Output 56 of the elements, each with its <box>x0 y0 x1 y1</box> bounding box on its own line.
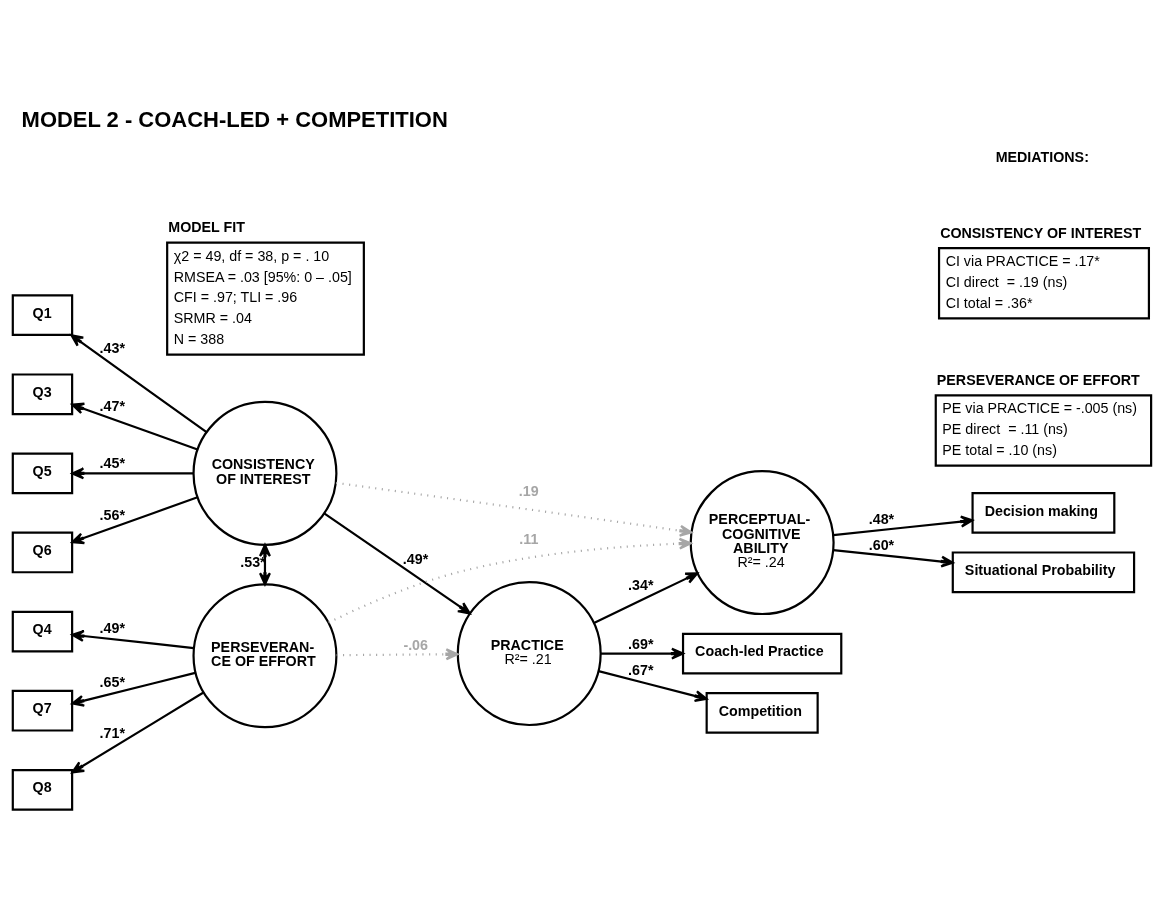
node-label: MODEL FIT <box>168 218 245 235</box>
edge-label: .49* <box>99 619 125 636</box>
arrow <box>71 691 205 773</box>
edge-label: .69* <box>628 635 654 652</box>
node-box: PE via PRACTICE = -.005 (ns) PE direct = .11 (ns) PE total = .10 (ns) <box>934 393 1153 467</box>
edge-label: .56* <box>99 506 125 523</box>
edge-label: .19 <box>518 482 539 499</box>
arrow <box>323 511 471 614</box>
arrow <box>70 333 208 433</box>
edge-label: .65* <box>99 673 125 690</box>
arrow <box>833 548 954 568</box>
edge-label: .53* <box>240 553 266 570</box>
arrow <box>335 481 693 537</box>
arrow <box>71 402 198 451</box>
node-box: Coach-led Practice <box>681 632 843 674</box>
node-circle: CONSISTENCY OF INTEREST <box>192 400 338 546</box>
diagram-title: MODEL 2 - COACH-LED + COMPETITION <box>21 106 448 132</box>
node-label: PERSEVERANCE OF EFFORT <box>936 371 1140 388</box>
node-box: Q5 <box>11 452 74 494</box>
edge-label: .34* <box>628 576 654 593</box>
edge-label: .45* <box>99 454 125 471</box>
edge-label: .60* <box>868 536 895 553</box>
node-box: χ2 = 49, df = 38, p = . 10 RMSEA = .03 [95%: 0 – .05] CFI = .97; TLI = .96 SRMR = .04 N = 388 <box>166 241 365 356</box>
node-box: Q8 <box>11 768 74 811</box>
node-box: Situational Probability <box>951 550 1136 593</box>
arrow <box>336 647 459 660</box>
node-box: Q7 <box>11 689 74 732</box>
edge-label: -.06 <box>403 636 428 653</box>
edge-label: .11 <box>519 530 539 547</box>
arrow <box>71 466 194 479</box>
edge-label: .49* <box>402 550 429 567</box>
node-box: Q1 <box>11 293 74 336</box>
edge-label: .71* <box>99 724 125 741</box>
arrow <box>328 537 692 624</box>
arrow <box>598 669 708 702</box>
arrow <box>600 647 685 660</box>
node-label: CONSISTENCY OF INTEREST <box>940 224 1142 241</box>
node-box: Competition <box>705 691 819 734</box>
edge-label: .47* <box>99 397 125 414</box>
edge-label: .43* <box>99 339 125 356</box>
node-box: Q4 <box>11 610 74 652</box>
edge-label: .67* <box>628 661 654 678</box>
label: MEDIATIONS: <box>995 148 1089 165</box>
node-box: Q3 <box>11 372 74 415</box>
arrow <box>71 671 196 707</box>
arrow <box>833 515 974 536</box>
node-box: Decision making <box>971 491 1116 534</box>
node-box: Q6 <box>11 531 74 573</box>
arrow <box>258 543 271 585</box>
arrow <box>71 629 194 649</box>
arrow <box>593 571 699 624</box>
node-circle: PERCEPTUAL- COGNITIVE ABILITY R²= .24 <box>689 469 835 615</box>
arrow <box>71 495 198 544</box>
node-box: CI via PRACTICE = .17* CI direct = .19 (ns) CI total = .36* <box>937 246 1150 320</box>
edge-label: .48* <box>868 510 895 527</box>
node-circle: PERSEVERAN- CE OF EFFORT <box>192 582 338 728</box>
